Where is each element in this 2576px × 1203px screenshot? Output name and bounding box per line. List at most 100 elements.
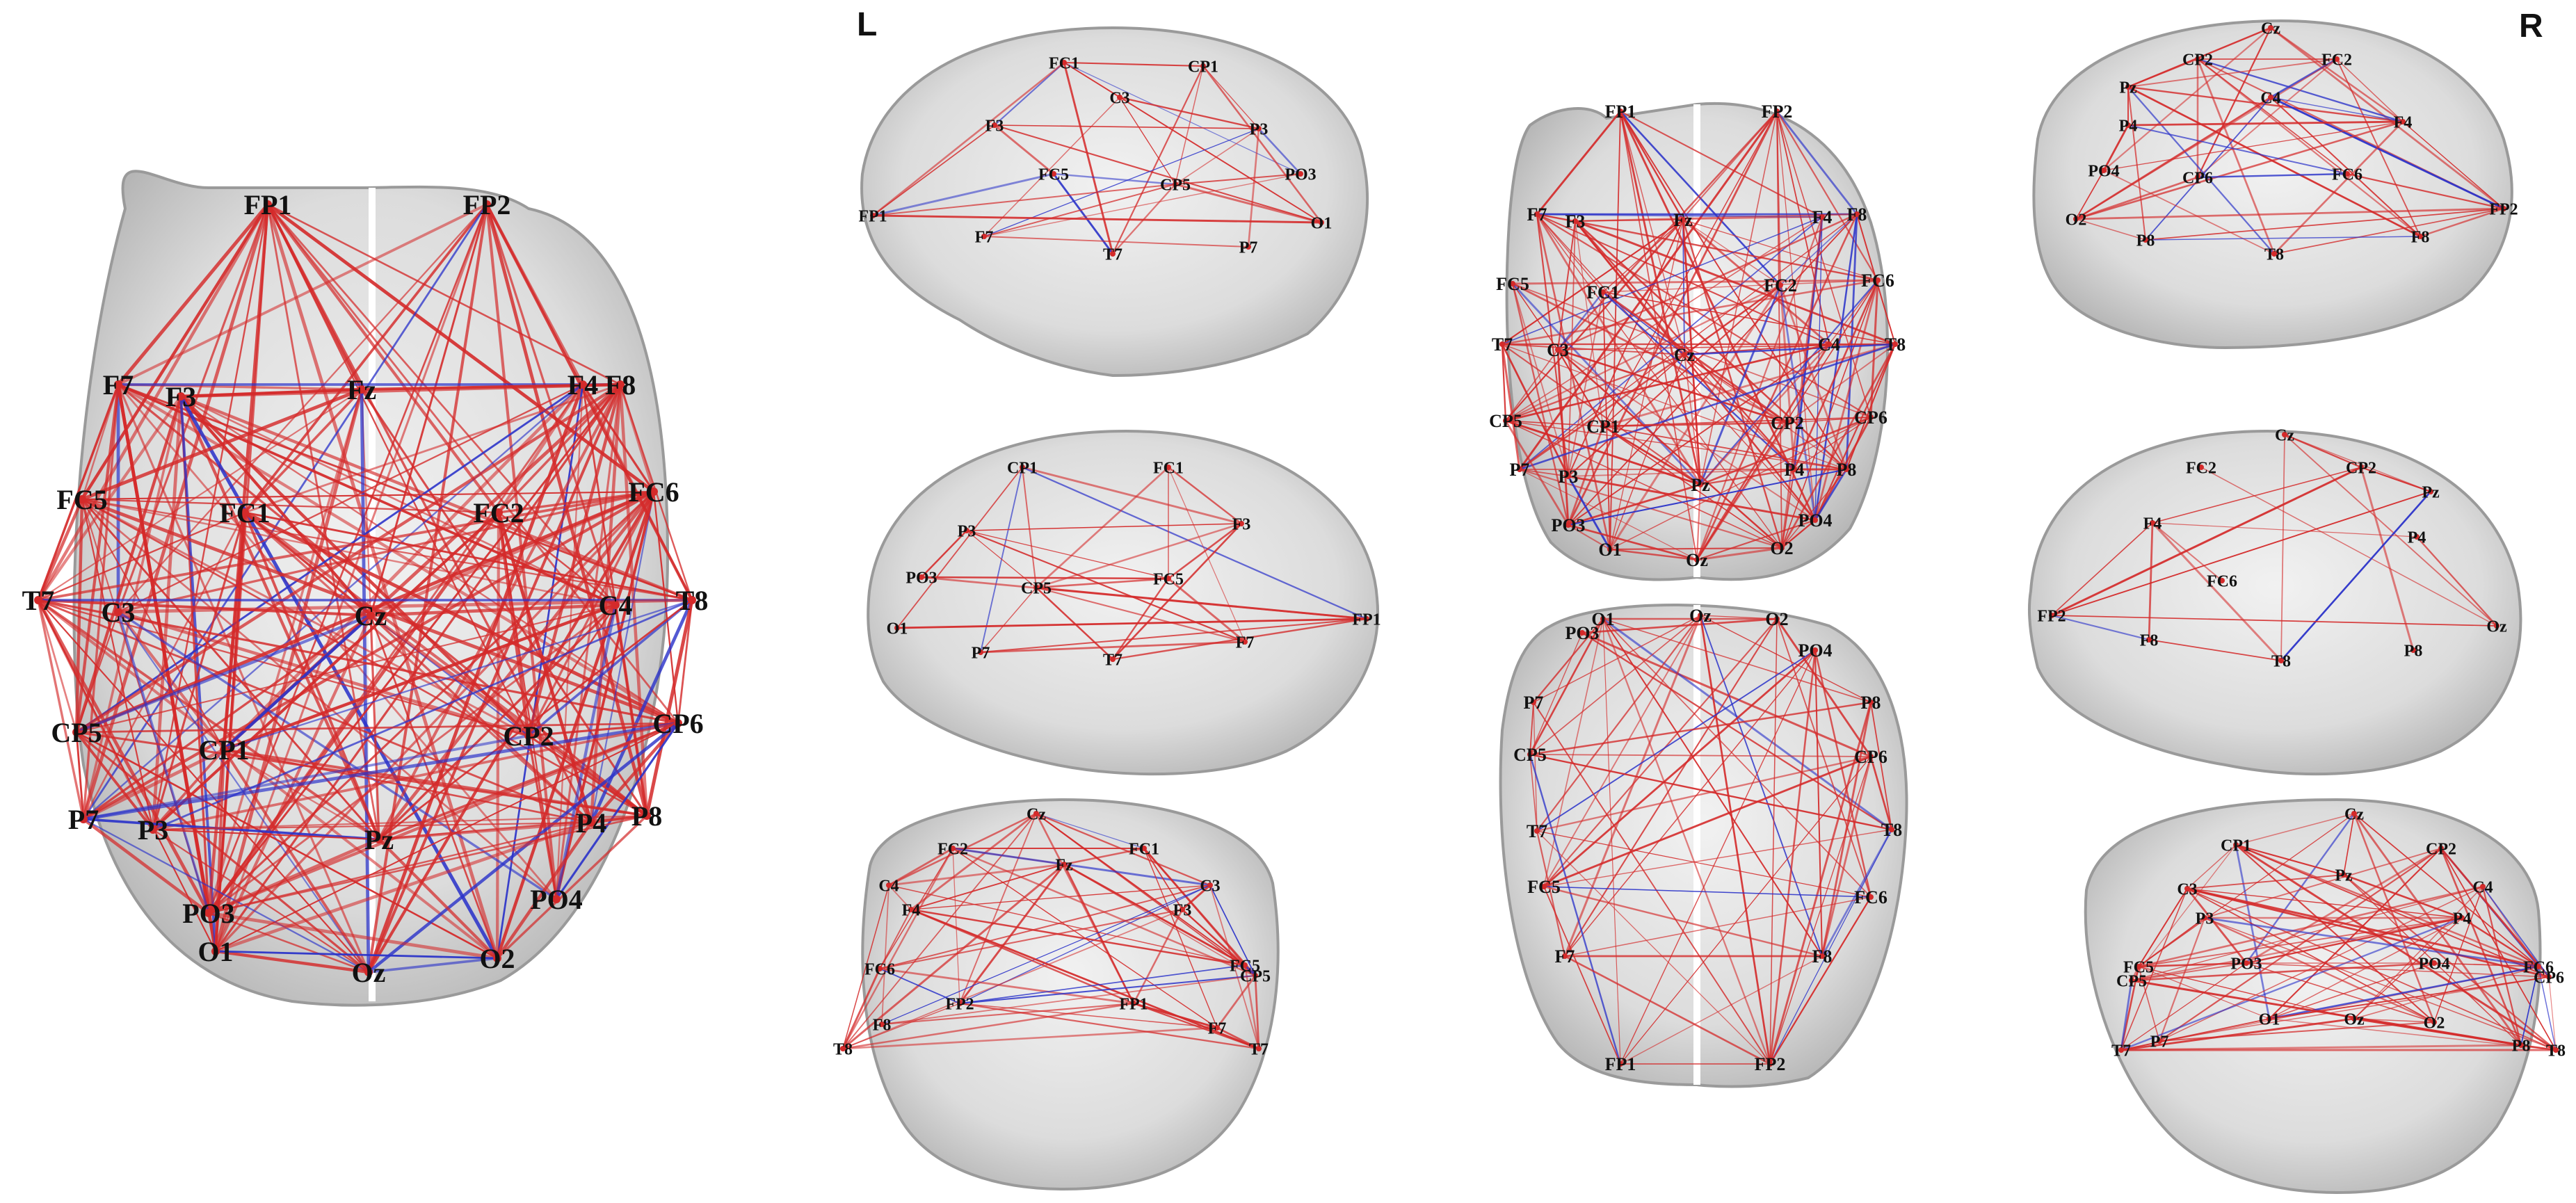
edge-Cz-F4 [2270, 26, 2404, 123]
node-CP5 [1527, 752, 1533, 757]
edge-C3-FC6 [2187, 887, 2539, 968]
edge-FC2-Pz [1699, 284, 1782, 485]
edge-T7-O1 [2120, 1018, 2270, 1051]
edge-F8-FC1 [244, 383, 621, 514]
node-T8 [1892, 341, 1898, 347]
bottom-view-brain [1499, 604, 1908, 1088]
electrode-label-FC6: FC6 [2332, 165, 2362, 184]
edge-CP6-FC5 [1543, 755, 1871, 888]
edge-O2-P8 [2075, 218, 2146, 241]
electrode-label-F7: F7 [1527, 204, 1547, 225]
electrode-label-CP6: CP6 [1854, 407, 1887, 428]
edge-Pz-P8 [378, 814, 647, 841]
electrode-label-PO4: PO4 [2088, 162, 2119, 180]
electrode-label-P4: P4 [576, 807, 606, 839]
edge-Oz-O2 [1700, 615, 1778, 620]
electrode-label-F7: F7 [1236, 633, 1255, 652]
node-C3 [1117, 95, 1122, 100]
bottom-view [1529, 615, 1893, 1065]
node-T8 [688, 596, 696, 604]
edge-P8-CP5 [1529, 701, 1871, 756]
edge-Cz-FP2 [959, 813, 1037, 1004]
electrode-label-F3: F3 [166, 381, 196, 412]
edge-Cz-O1 [214, 615, 372, 952]
electrode-label-F4: F4 [1812, 207, 1833, 227]
edge-PO4-CP5 [2131, 962, 2435, 982]
edge-FC1-PO3 [1063, 62, 1301, 175]
node-F4 [579, 380, 587, 389]
node-FP1 [1618, 1061, 1623, 1067]
edge-C3-O2 [1557, 349, 1782, 549]
edge-F8-FC2 [1780, 213, 1858, 286]
edge-P4-O2 [1780, 469, 1796, 549]
edge-CP2-P8 [2440, 848, 2522, 1046]
edge-P4-T7 [2120, 917, 2463, 1051]
edge-P7-O2 [2159, 1022, 2435, 1042]
edge-FP2-F8 [1776, 111, 1858, 215]
electrode-label-O1: O1 [1311, 214, 1333, 232]
electrode-label-PO3: PO3 [182, 898, 235, 929]
edge-Fz-T7 [38, 389, 362, 601]
node-F8 [2146, 637, 2152, 643]
edge-FP1-O1 [1609, 111, 1621, 550]
edge-FC2-PO4 [1779, 284, 1817, 521]
node-T7 [1534, 828, 1540, 834]
node-P8 [2410, 647, 2416, 653]
edge-P8-O2 [1781, 469, 1847, 549]
electrode-label-CP6: CP6 [652, 708, 703, 739]
edge-C3-T8 [118, 598, 693, 614]
edge-FP1-Fz [1619, 111, 1684, 220]
electrode-label-F4: F4 [902, 901, 921, 919]
electrode-label-F8: F8 [1847, 204, 1867, 225]
electrode-label-O2: O2 [2424, 1014, 2445, 1032]
node-Pz [375, 835, 383, 843]
edge-CP1-F3 [1022, 466, 1242, 525]
node-P8 [643, 812, 651, 820]
node-T8 [2553, 1047, 2559, 1053]
edge-C4-P8 [2481, 886, 2522, 1046]
edge-T7-Pz [1502, 344, 1701, 485]
edge-F4-FC5 [910, 908, 1246, 967]
edge-T8-CP1 [1602, 343, 1896, 428]
edge-Cz-CP5 [76, 614, 371, 734]
edge-P3-T8 [2204, 917, 2557, 1051]
edge-FP2-Oz [2051, 615, 2497, 627]
edge-O1-FC5 [1543, 618, 1604, 887]
node-P8 [1868, 700, 1874, 705]
edge-Cz-CP5 [1036, 813, 1256, 976]
edge-FC6-CP5 [76, 490, 654, 734]
edge-CP6-Oz [367, 722, 679, 974]
node-FC6 [2344, 171, 2350, 177]
edge-FC2-CP6 [2197, 58, 2337, 178]
node-Oz [364, 968, 373, 976]
edge-O1-FC6 [1602, 618, 1871, 898]
node-P8 [2143, 237, 2148, 243]
edge-F7-CP5 [74, 384, 120, 733]
electrode-label-CP2: CP2 [503, 720, 554, 752]
edge-Cz-C3 [1036, 812, 1211, 887]
node-FC2 [950, 846, 956, 851]
edge-CP6-FP2 [1769, 756, 1871, 1065]
edge-T8-F8 [1821, 829, 1893, 957]
node-Pz [1698, 482, 1703, 487]
edge-CP5-F7 [1216, 975, 1257, 1028]
node-T7 [1110, 251, 1116, 257]
electrode-label-O1: O1 [198, 936, 233, 967]
edge-FC2-C4 [888, 847, 953, 887]
edge-PO4-T7 [1536, 649, 1816, 832]
edge-FC5-F8 [1543, 885, 1823, 958]
edge-FP2-O2 [1776, 111, 1782, 549]
edge-F4-PO4 [555, 384, 584, 900]
electrode-label-CP5: CP5 [1240, 967, 1271, 985]
electrode-label-FC6: FC6 [864, 960, 895, 978]
edge-FP2-F7 [118, 203, 488, 386]
node-P7 [2157, 1038, 2162, 1044]
electrode-label-Oz: Oz [2486, 617, 2507, 636]
edge-P3-Pz [152, 828, 380, 841]
electrode-label-P8: P8 [2512, 1037, 2531, 1055]
edge-T7-CP2 [38, 599, 529, 737]
node-O1 [2267, 1016, 2272, 1022]
edge-Cz-CP1 [1602, 354, 1685, 427]
